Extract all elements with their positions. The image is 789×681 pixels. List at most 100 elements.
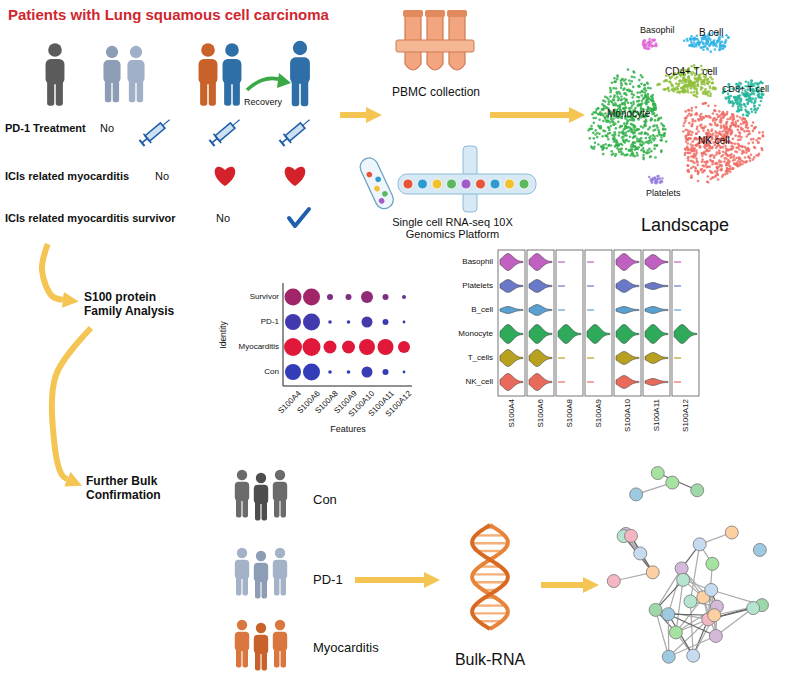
umap-plot-part xyxy=(728,129,731,132)
syringe-icon-part xyxy=(283,134,291,143)
person-icon xyxy=(127,46,144,103)
umap-plot-part xyxy=(625,83,628,86)
umap-plot-part xyxy=(716,169,719,172)
umap-plot-part xyxy=(602,108,605,111)
recovery-arrow-part xyxy=(247,78,282,90)
umap-plot-part xyxy=(725,39,728,42)
umap-plot-part xyxy=(704,147,707,150)
umap-plot-part xyxy=(702,129,705,132)
umap-plot-part xyxy=(664,88,667,91)
umap-plot-part xyxy=(760,80,763,83)
umap-plot-part xyxy=(752,138,755,141)
violin-plot-part xyxy=(558,325,581,344)
umap-plot-part xyxy=(729,156,732,159)
umap-plot-part xyxy=(629,135,632,138)
umap-plot-part xyxy=(727,37,730,40)
umap-plot-part xyxy=(592,137,595,140)
umap-plot-part xyxy=(611,154,614,157)
umap-plot-part xyxy=(638,132,641,135)
umap-plot-part xyxy=(753,105,756,108)
person-icon-part xyxy=(255,499,260,521)
umap-plot-part xyxy=(737,143,740,146)
umap-plot-part xyxy=(709,178,712,181)
umap-plot-part xyxy=(655,114,658,117)
umap-plot-part xyxy=(632,94,635,97)
umap-plot-part xyxy=(625,139,628,142)
umap-plot-part xyxy=(693,39,696,42)
umap-plot-part xyxy=(708,166,711,169)
umap-plot-part xyxy=(736,151,739,154)
microfluidic-chip-part xyxy=(476,179,486,189)
violin-plot-part xyxy=(587,261,594,262)
dot-plot-part xyxy=(328,320,332,324)
umap-plot-part xyxy=(739,116,742,119)
umap-plot-part xyxy=(607,120,610,123)
umap-plot-part xyxy=(690,167,693,170)
umap-plot-part xyxy=(759,81,762,84)
umap-plot-part xyxy=(696,92,699,95)
umap-plot-part xyxy=(590,125,593,128)
umap-plot-part xyxy=(620,87,623,90)
umap-plot-part xyxy=(684,110,687,113)
umap-plot-part xyxy=(620,95,623,98)
umap-plot-part xyxy=(713,155,716,158)
umap-plot-part xyxy=(723,160,726,163)
umap-plot-part xyxy=(741,152,744,155)
umap-plot-part xyxy=(715,147,718,150)
umap-plot-part xyxy=(656,134,659,137)
violin-plot-part xyxy=(645,283,668,290)
umap-plot-part xyxy=(703,81,706,84)
umap-plot-part xyxy=(695,106,698,109)
dot-plot-part xyxy=(383,319,389,325)
umap-plot-part xyxy=(694,137,697,140)
umap-plot-part xyxy=(636,154,639,157)
umap-plot-part xyxy=(649,126,652,129)
umap-plot-part xyxy=(742,114,745,117)
umap-plot-part xyxy=(644,95,647,98)
umap-plot-part xyxy=(633,135,636,138)
umap-plot-part xyxy=(633,128,636,131)
syringe-icon-part xyxy=(303,120,310,126)
umap-plot-part xyxy=(656,124,659,127)
violin-plot-part xyxy=(645,307,668,314)
umap-plot-part xyxy=(718,49,721,52)
umap-plot-part xyxy=(755,139,758,142)
umap-plot-part xyxy=(642,154,645,157)
umap-plot-part xyxy=(655,44,658,47)
umap-plot-part xyxy=(703,169,706,172)
umap-plot-part xyxy=(635,148,638,151)
umap-plot-part xyxy=(638,84,641,87)
umap-plot-part xyxy=(604,112,607,115)
umap-plot-part xyxy=(652,104,655,107)
umap-plot-part xyxy=(613,99,616,102)
umap-plot-part xyxy=(642,147,645,150)
person-icon-part xyxy=(281,496,286,518)
umap-plot-part xyxy=(621,152,624,155)
umap-plot-part xyxy=(640,125,643,128)
dot-plot-part xyxy=(327,294,333,300)
umap-plot-part xyxy=(655,182,658,185)
umap-plot-part xyxy=(725,152,728,155)
violin-plot-part xyxy=(585,250,612,396)
dot-plot-part xyxy=(398,341,410,353)
umap-plot-part xyxy=(660,139,663,142)
umap-plot-part xyxy=(758,131,761,134)
umap-plot-part xyxy=(711,78,714,81)
umap-plot-part xyxy=(593,122,596,125)
umap-plot-part xyxy=(602,147,605,150)
umap-plot-part xyxy=(633,71,636,74)
violin-plot-part xyxy=(558,357,565,358)
umap-plot-part xyxy=(708,80,711,83)
syringe-icon-part xyxy=(212,138,217,142)
umap-plot-part xyxy=(660,117,663,120)
person-icon-part xyxy=(243,496,248,518)
violin-plot-part xyxy=(616,280,639,293)
umap-plot-part xyxy=(691,44,694,47)
violin-plot-part xyxy=(616,376,639,389)
umap-plot-part xyxy=(702,43,705,46)
umap-plot-part xyxy=(737,125,740,128)
umap-plot-part xyxy=(753,102,756,105)
umap-plot-part xyxy=(721,130,724,133)
umap-plot-part xyxy=(710,41,713,44)
umap-plot-part xyxy=(739,161,742,164)
